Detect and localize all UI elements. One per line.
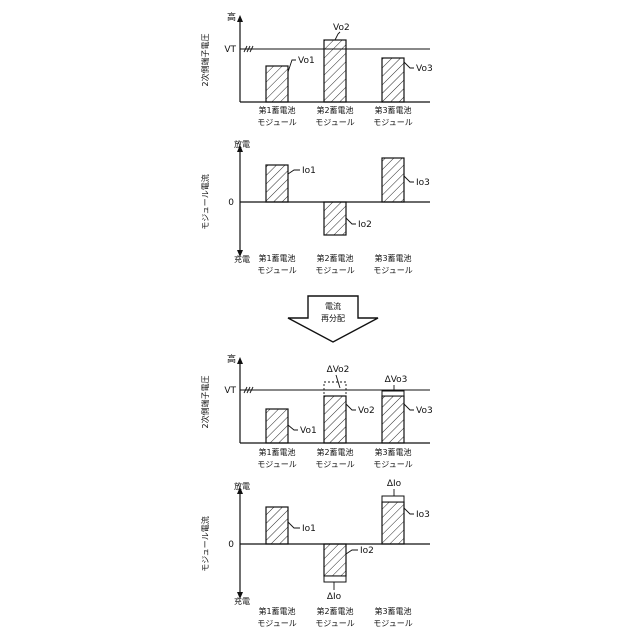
leader-vo2 (346, 404, 356, 410)
category-3-line2: モジュール (373, 619, 412, 628)
threshold-label: VT (224, 386, 236, 396)
category-1-line2: モジュール (257, 460, 296, 469)
category-1-line1: 第1蓄電池 (258, 606, 295, 616)
label-io1: Io1 (302, 166, 316, 176)
category-1-line1: 第1蓄電池 (258, 105, 295, 115)
label-io3: Io3 (416, 510, 430, 520)
delta-vo2-outline (324, 382, 346, 396)
label-delta-io3: ΔIo (387, 479, 402, 489)
leader-io1 (288, 170, 300, 174)
label-io2: Io2 (358, 220, 372, 230)
panel-voltage-before: 高 VT 2次側端子電圧 Vo1 Vo2 Vo3 第1蓄電池 モジュール 第2蓄… (200, 11, 433, 127)
leader-io2 (346, 218, 356, 224)
bar-vo2 (324, 396, 346, 443)
category-3-line1: 第3蓄電池 (374, 447, 411, 457)
panel-current-after: 0 放電 充電 モジュール電流 Io1 Io2 Io3 ΔIo ΔIo 第1蓄電… (200, 479, 430, 628)
bar-io3 (382, 502, 404, 544)
bar-vo3 (382, 58, 404, 102)
bar-vo1 (266, 409, 288, 443)
bar-io2 (324, 544, 346, 576)
category-3-line2: モジュール (373, 266, 412, 275)
leader-vo1 (288, 60, 296, 72)
threshold-ticks (244, 387, 253, 393)
bar-io3 (382, 158, 404, 202)
top-label: 高 (227, 11, 236, 23)
zero-label: 0 (228, 198, 234, 208)
category-3-line1: 第3蓄電池 (374, 105, 411, 115)
label-vo3: Vo3 (416, 64, 433, 74)
y-axis-label: 2次側端子電圧 (200, 375, 210, 428)
category-2-line1: 第2蓄電池 (316, 105, 353, 115)
leader-vo3 (404, 62, 414, 68)
label-vo3: Vo3 (416, 406, 433, 416)
category-1-line2: モジュール (257, 118, 296, 127)
leader-io1 (288, 522, 300, 528)
delta-io2-box (324, 576, 346, 582)
leader-vo2 (335, 32, 340, 40)
label-delta-vo3: ΔVo3 (385, 375, 408, 385)
y-axis-label: モジュール電流 (200, 174, 210, 229)
delta-vo3-box (382, 391, 404, 396)
category-1-line2: モジュール (257, 619, 296, 628)
threshold-label: VT (224, 45, 236, 55)
label-delta-vo2: ΔVo2 (327, 365, 350, 375)
category-2-line2: モジュール (315, 266, 354, 275)
y-axis-arrowhead (237, 357, 243, 364)
category-1-line1: 第1蓄電池 (258, 447, 295, 457)
y-axis-label: モジュール電流 (200, 516, 210, 571)
label-io2: Io2 (360, 546, 374, 556)
leader-io3 (404, 508, 414, 514)
leader-vo3 (404, 404, 414, 410)
bar-io2 (324, 202, 346, 235)
arrow-label-line2: 再分配 (321, 314, 345, 323)
category-1-line1: 第1蓄電池 (258, 253, 295, 263)
threshold-ticks (244, 46, 253, 52)
category-2-line1: 第2蓄電池 (316, 253, 353, 263)
label-vo2: Vo2 (333, 23, 350, 33)
bar-vo3 (382, 396, 404, 443)
redistribution-arrow: 電流 再分配 (288, 296, 378, 342)
bar-vo1 (266, 66, 288, 102)
label-io3: Io3 (416, 178, 430, 188)
y-axis-arrowhead (237, 15, 243, 22)
label-vo1: Vo1 (300, 426, 317, 436)
bottom-label: 充電 (234, 254, 250, 264)
category-2-line2: モジュール (315, 118, 354, 127)
top-label: 高 (227, 353, 236, 365)
category-2-line1: 第2蓄電池 (316, 447, 353, 457)
label-vo2: Vo2 (358, 406, 375, 416)
zero-label: 0 (228, 540, 234, 550)
category-2-line2: モジュール (315, 460, 354, 469)
bar-io1 (266, 507, 288, 544)
label-vo1: Vo1 (298, 56, 315, 66)
top-label: 放電 (234, 139, 250, 149)
bar-vo2 (324, 40, 346, 102)
category-3-line1: 第3蓄電池 (374, 253, 411, 263)
top-label: 放電 (234, 481, 250, 491)
category-3-line2: モジュール (373, 118, 412, 127)
leader-delta-vo2 (336, 375, 340, 388)
category-3-line1: 第3蓄電池 (374, 606, 411, 616)
leader-io2 (346, 550, 358, 554)
bar-io1 (266, 165, 288, 202)
panel-voltage-after: 高 VT 2次側端子電圧 Vo1 Vo2 Vo3 ΔVo2 ΔVo3 第1蓄電池… (200, 353, 433, 469)
leader-io3 (404, 176, 414, 182)
category-1-line2: モジュール (257, 266, 296, 275)
label-delta-io2: ΔIo (327, 592, 342, 602)
delta-io3-box (382, 496, 404, 502)
bottom-label: 充電 (234, 596, 250, 606)
category-3-line2: モジュール (373, 460, 412, 469)
leader-vo1 (288, 425, 298, 430)
panel-current-before: 0 放電 充電 モジュール電流 Io1 Io2 Io3 第1蓄電池 モジュール … (200, 139, 430, 275)
label-io1: Io1 (302, 524, 316, 534)
category-2-line1: 第2蓄電池 (316, 606, 353, 616)
y-axis-label: 2次側端子電圧 (200, 33, 210, 86)
category-2-line2: モジュール (315, 619, 354, 628)
arrow-label-line1: 電流 (325, 301, 341, 311)
